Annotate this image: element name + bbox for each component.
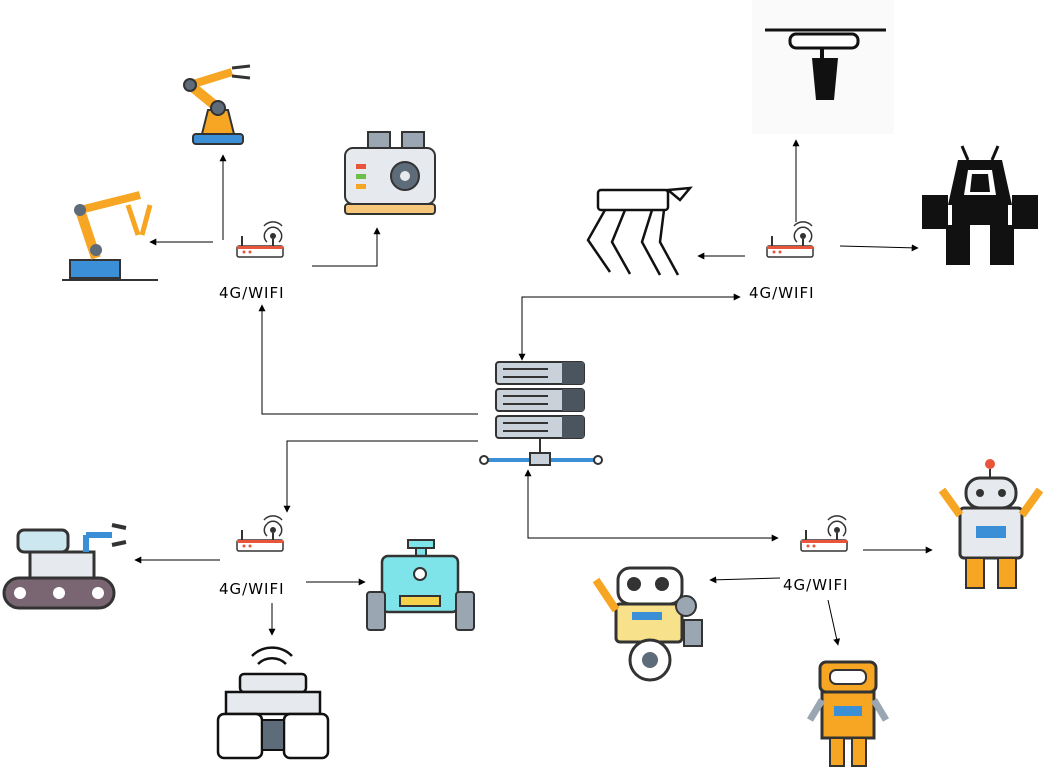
wifi-router-icon: [800, 514, 848, 552]
hub-label-bottom-right: 4G/WIFI: [783, 576, 849, 594]
quadruped-robot-icon: [586, 186, 693, 276]
tank-robot-icon: [216, 646, 330, 760]
wheeled-robot-icon: [592, 566, 703, 682]
hub-label-top-right: 4G/WIFI: [749, 284, 815, 302]
android-robot-icon: [938, 459, 1044, 589]
hub-label-top-left: 4G/WIFI: [219, 284, 285, 302]
tracked-crawler-robot-icon: [2, 523, 127, 610]
drone-icon: [752, 0, 894, 134]
wifi-router-icon: [236, 220, 284, 258]
robot-arm-icon: [183, 64, 251, 145]
connectors: [134, 139, 933, 646]
industrial-machine-icon: [344, 131, 436, 215]
mech-robot-icon: [922, 145, 1038, 265]
rover-robot-icon: [366, 539, 475, 631]
server-rack-icon: [479, 361, 603, 466]
wifi-router-icon: [236, 514, 284, 552]
humanoid-robot-icon: [806, 660, 890, 767]
hub-label-bottom-left: 4G/WIFI: [219, 580, 285, 598]
wifi-router-icon: [766, 220, 814, 258]
industrial-robot-arm-icon: [62, 191, 158, 281]
